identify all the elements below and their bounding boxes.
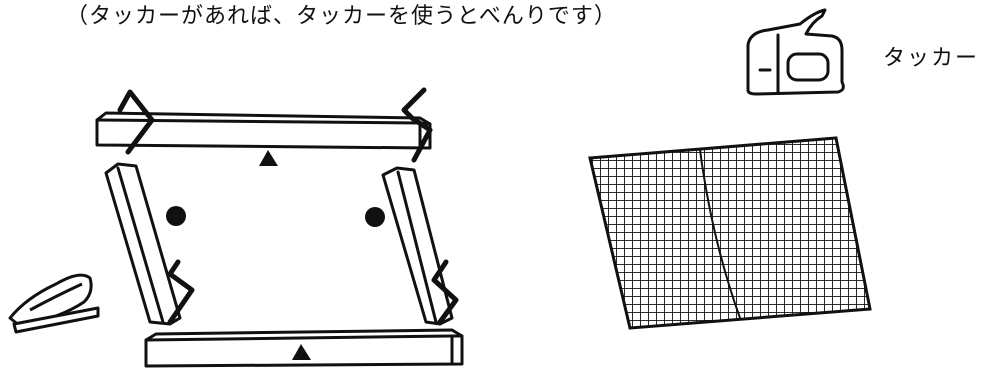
stapler-icon: [8, 273, 100, 334]
tacker-label: タッカー: [883, 46, 980, 71]
frame-assembly-icon: [95, 87, 464, 368]
instruction-caption: （タッカーがあれば、タッカーを使うとべんりです）: [66, 4, 617, 29]
tacker-icon: [746, 8, 845, 96]
mesh-net-icon: [588, 136, 872, 330]
